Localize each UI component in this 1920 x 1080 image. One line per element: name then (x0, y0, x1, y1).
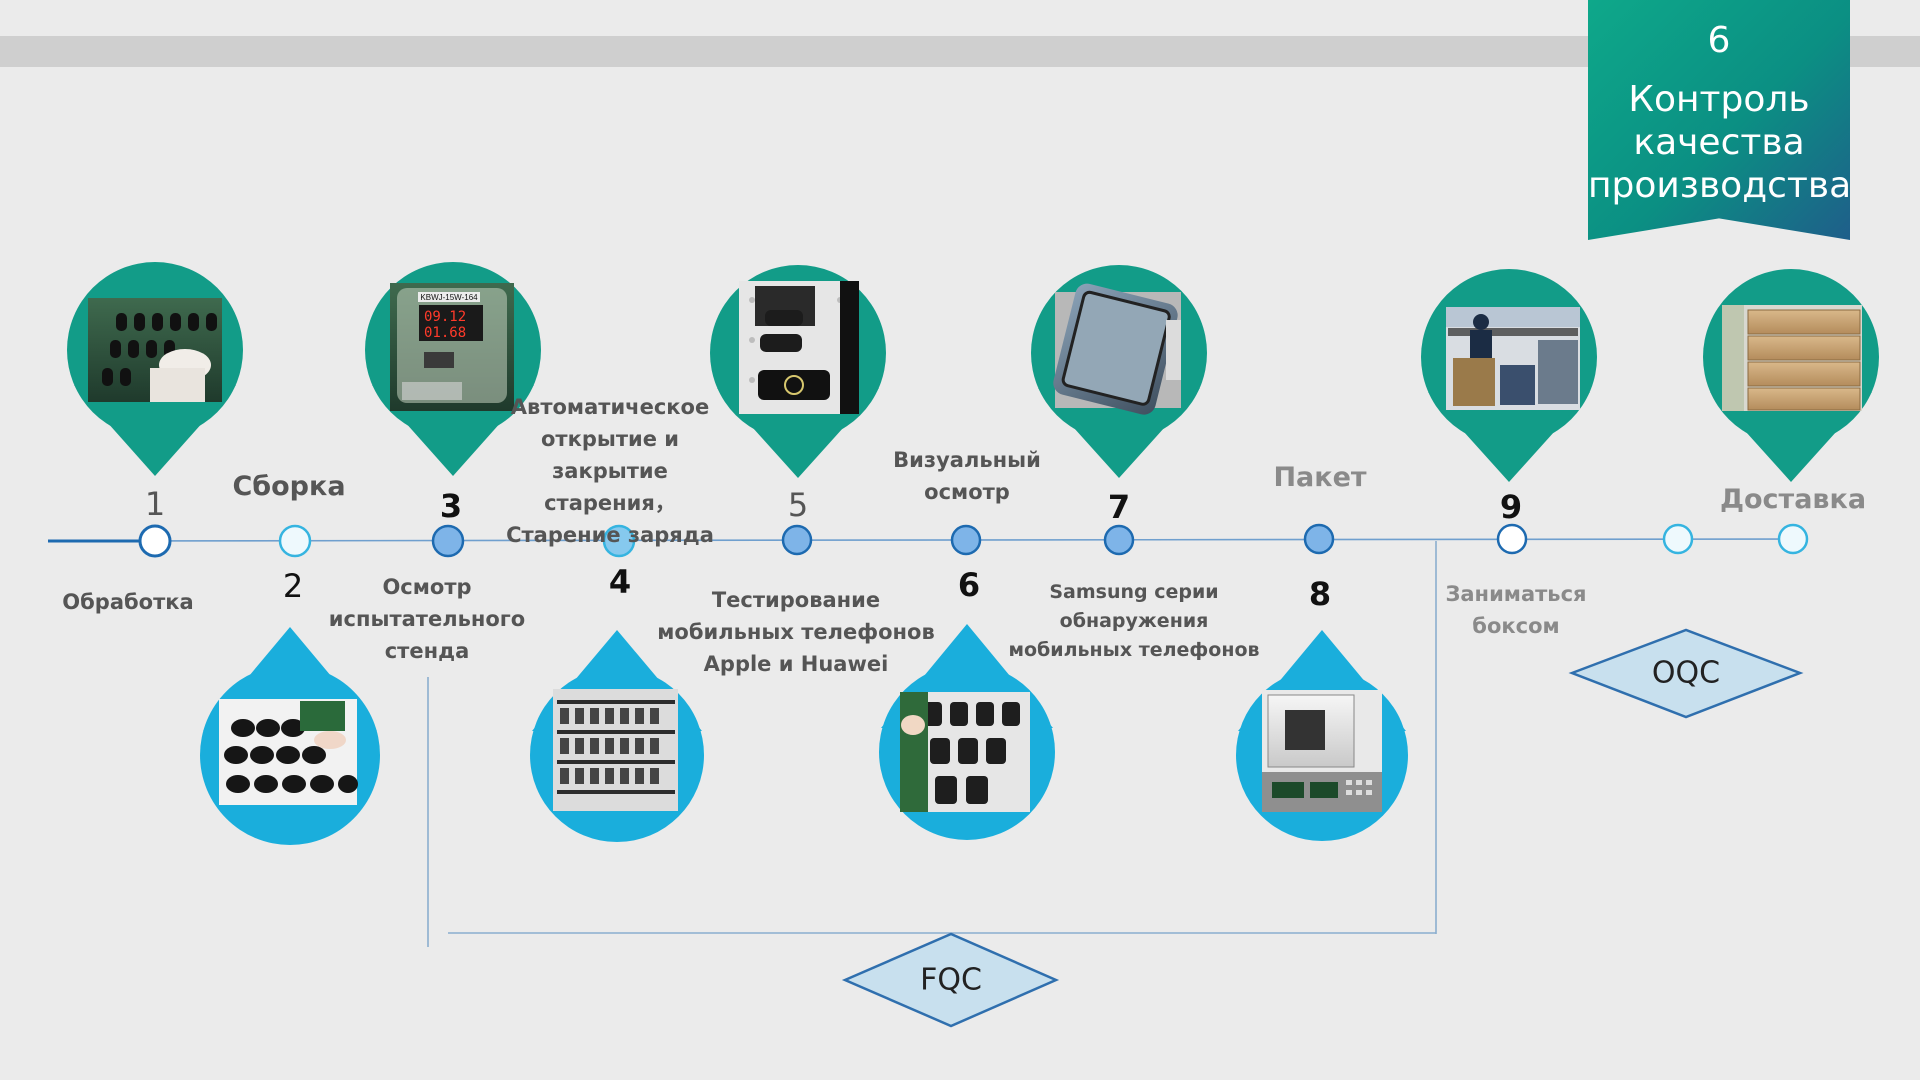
node-1 (138, 524, 172, 558)
step-label-4: Автоматическое открытие и закрытие старе… (485, 391, 735, 551)
photo-aging-racks (553, 689, 678, 811)
node-8 (1303, 523, 1335, 555)
step-label-7-text: Samsung серии обнаружения мобильных теле… (1008, 581, 1260, 661)
node-3 (431, 524, 465, 558)
step-number-3: 3 (439, 487, 463, 525)
photo-assembly-line (219, 699, 358, 805)
step-label-9: Заниматься боксом (1431, 578, 1601, 642)
photo-hand-sorting-parts (88, 298, 222, 402)
bench-display-label: KBWJ-15W-164 (420, 293, 478, 302)
bench-display-digits-2: 01.68 (424, 325, 466, 341)
fqc-label: FQC (920, 962, 982, 998)
step-number-4: 4 (608, 563, 632, 601)
oqc-diamond (1568, 628, 1804, 719)
photo-phone-testing (1053, 283, 1181, 415)
step-label-7: Samsung серии обнаружения мобильных теле… (1004, 578, 1264, 665)
step-number-7: 7 (1107, 488, 1131, 526)
pin-processing (67, 262, 243, 476)
photo-test-bench-display: KBWJ-15W-164 09.12 01.68 (390, 283, 514, 411)
step-label-9-text: Заниматься боксом (1445, 582, 1587, 638)
photo-visual-inspection (900, 692, 1030, 812)
step-label-5: Тестирование мобильных телефонов Apple и… (656, 584, 936, 680)
node-10 (1662, 523, 1694, 555)
step-label-5-text: Тестирование мобильных телефонов Apple и… (657, 588, 935, 676)
step-label-4-text: Автоматическое открытие и закрытие старе… (506, 395, 714, 547)
node-11 (1777, 523, 1809, 555)
photo-package-scale (1262, 690, 1382, 812)
node-7 (1103, 524, 1135, 556)
drop-package (1236, 630, 1408, 841)
step-number-2: 2 (282, 567, 304, 605)
section-banner: 6 Контроль качества производства (1588, 0, 1850, 240)
pin-test-bench: KBWJ-15W-164 09.12 01.68 (365, 262, 541, 476)
step-label-6: Визуальный осмотр (892, 444, 1042, 508)
step-label-1: Обработка (62, 590, 194, 614)
oqc-label: OQC (1651, 655, 1721, 691)
pin-delivery (1703, 269, 1879, 482)
drop-aging (530, 630, 704, 842)
step-label-3-text: Осмотр испытательного стенда (328, 575, 526, 663)
photo-wireless-chargers (739, 281, 859, 414)
banner-number: 6 (1707, 20, 1731, 61)
step-label-2: Сборка (232, 471, 346, 502)
step-number-5: 5 (787, 486, 809, 524)
photo-boxing-workers (1446, 307, 1580, 410)
step-label-3: Осмотр испытательного стенда (317, 571, 537, 667)
node-9 (1496, 523, 1528, 555)
step-label-6-text: Визуальный осмотр (893, 448, 1041, 504)
pin-chargers (710, 265, 886, 478)
drop-visual-inspection (879, 624, 1055, 840)
node-6 (950, 524, 982, 556)
photo-warehouse-boxes (1722, 305, 1862, 411)
drop-assembly (200, 627, 380, 845)
step-number-9: 9 (1499, 488, 1523, 526)
step-number-8: 8 (1308, 575, 1332, 613)
node-2 (278, 524, 312, 558)
step-number-1: 1 (144, 485, 166, 523)
node-4 (602, 524, 636, 558)
fqc-diamond (841, 932, 1060, 1028)
step-label-10: Доставка (1719, 484, 1867, 515)
banner-title: Контроль качества производства (1588, 79, 1852, 206)
pin-phone-testing (1031, 265, 1207, 478)
step-number-6: 6 (957, 566, 981, 604)
step-label-8: Пакет (1273, 462, 1367, 493)
bench-display-digits-1: 09.12 (424, 309, 466, 325)
node-5 (781, 524, 813, 556)
pin-boxing (1421, 269, 1597, 482)
